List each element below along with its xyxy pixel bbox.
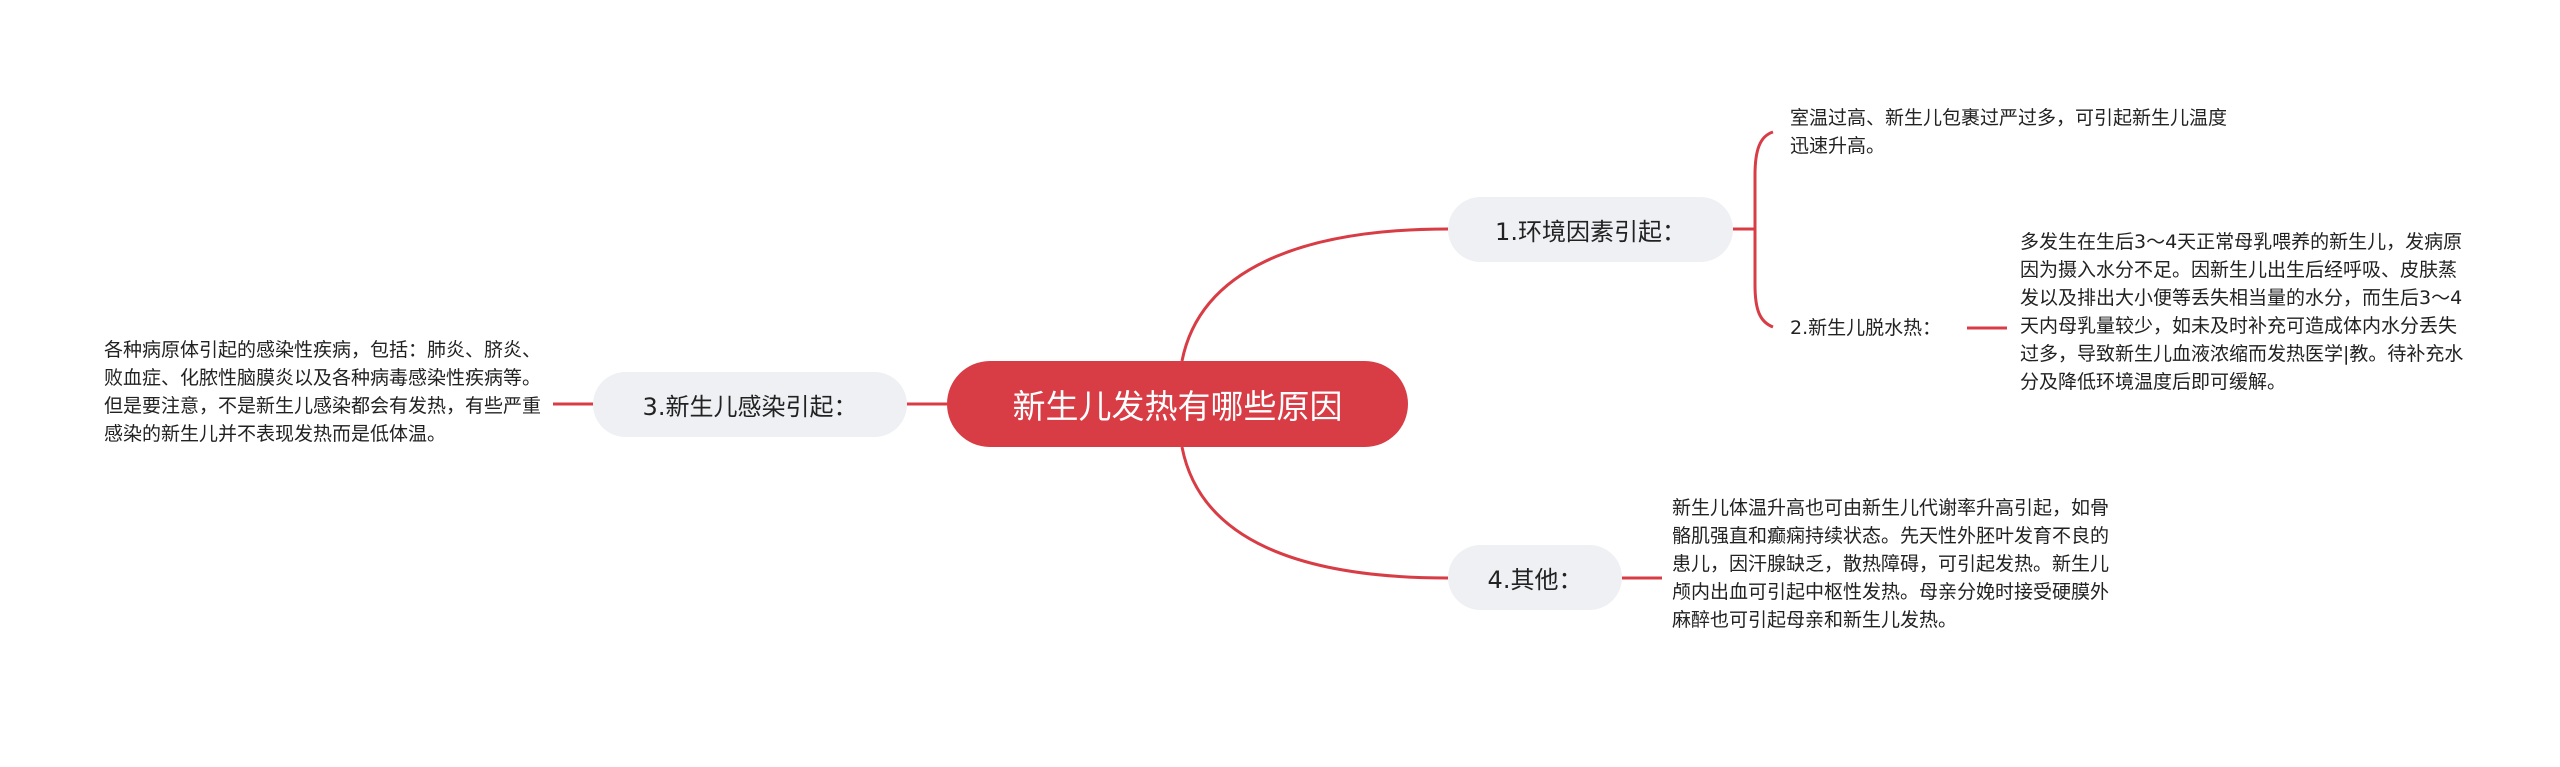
branch-other-label: 4.其他： bbox=[1487, 566, 1583, 594]
leaf-other: 新生儿体温升高也可由新生儿代谢率升高引起，如骨骼肌强直和癫痫持续状态。先天性外胚… bbox=[1672, 494, 2122, 634]
branch-environment[interactable]: 1.环境因素引起： bbox=[1448, 197, 1733, 262]
leaf-text: 各种病原体引起的感染性疾病，包括：肺炎、脐炎、败血症、化脓性脑膜炎以及各种病毒感… bbox=[104, 339, 542, 445]
leaf-text: 室温过高、新生儿包裹过严过多，可引起新生儿温度迅速升高。 bbox=[1790, 107, 2228, 157]
root-topic-label: 新生儿发热有哪些原因 bbox=[1012, 387, 1343, 426]
leaf-text: 新生儿体温升高也可由新生儿代谢率升高引起，如骨骼肌强直和癫痫持续状态。先天性外胚… bbox=[1672, 497, 2110, 631]
leaf-infection: 各种病原体引起的感染性疾病，包括：肺炎、脐炎、败血症、化脓性脑膜炎以及各种病毒感… bbox=[104, 336, 554, 448]
branch-other[interactable]: 4.其他： bbox=[1448, 545, 1622, 610]
subbranch-dehydration-fever[interactable]: 2.新生儿脱水热： bbox=[1790, 314, 1941, 342]
subbranch-label: 2.新生儿脱水热： bbox=[1790, 317, 1942, 339]
branch-infection[interactable]: 3.新生儿感染引起： bbox=[593, 372, 907, 437]
branch-environment-label: 1.环境因素引起： bbox=[1495, 218, 1686, 246]
leaf-text: 多发生在生后3～4天正常母乳喂养的新生儿，发病原因为摄入水分不足。因新生儿出生后… bbox=[2020, 231, 2464, 393]
root-topic[interactable]: 新生儿发热有哪些原因 bbox=[947, 361, 1408, 447]
leaf-dehydration-fever: 多发生在生后3～4天正常母乳喂养的新生儿，发病原因为摄入水分不足。因新生儿出生后… bbox=[2020, 228, 2470, 396]
leaf-environment-temperature: 室温过高、新生儿包裹过严过多，可引起新生儿温度迅速升高。 bbox=[1790, 104, 2240, 160]
branch-infection-label: 3.新生儿感染引起： bbox=[642, 393, 858, 421]
